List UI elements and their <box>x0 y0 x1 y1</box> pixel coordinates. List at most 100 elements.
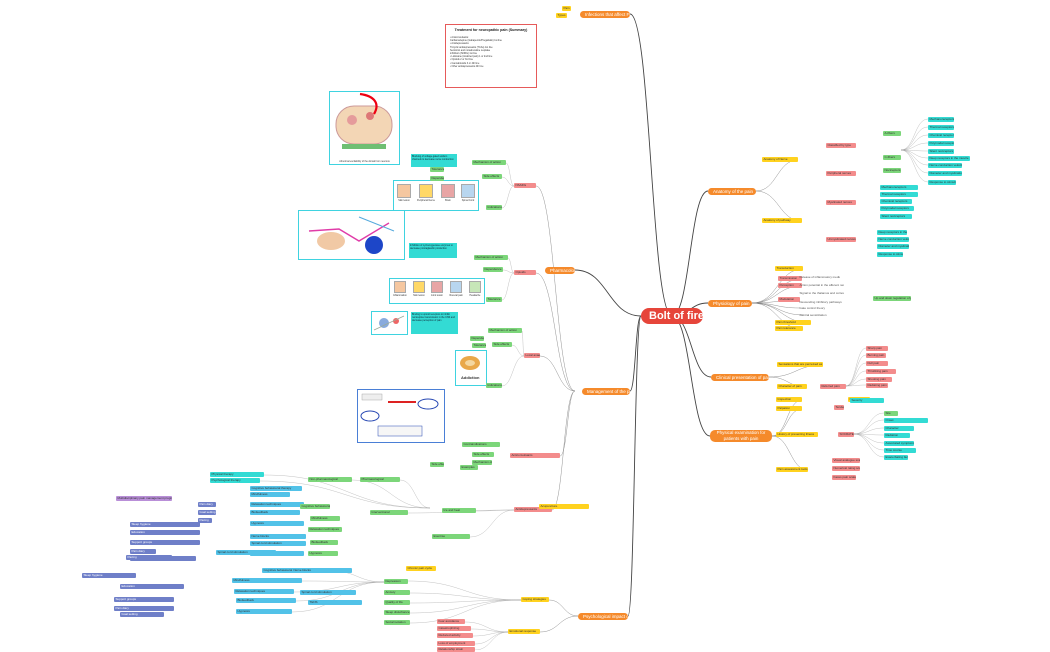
node-anat-r3[interactable]: Myelinated nerves <box>826 200 856 205</box>
node-mg-i6[interactable]: Support groups <box>130 540 200 545</box>
node-mg-y1[interactable]: Ice and heat <box>442 508 476 513</box>
node-ps-r4[interactable]: Loss of employment <box>437 641 475 646</box>
node-ph-5[interactable]: Antidepressants <box>514 507 552 512</box>
node-ph-1[interactable]: NSAIDs <box>514 183 536 188</box>
node-pe-4[interactable]: Pain assessment tools <box>776 467 808 472</box>
central-topic[interactable]: Bolt of fire <box>641 308 703 324</box>
node-anat-c3[interactable]: Chemical receptors <box>880 199 912 204</box>
branch-clinical[interactable]: Clinical presentation of pain <box>711 374 769 381</box>
node-mg-c7[interactable]: Spinal cord stimulation <box>250 541 306 546</box>
branch-physical-exam[interactable]: Physical examination for patients with p… <box>710 430 772 442</box>
node-ps-r5[interactable]: Relationship strain <box>437 647 475 652</box>
node-mg-c7[interactable]: Spinal cord stimulation <box>300 590 356 595</box>
node-ph-4[interactable]: Anticonvulsants <box>510 453 560 458</box>
node-mg-i1[interactable]: Pain diary <box>130 549 156 554</box>
node-mg-c3[interactable]: Relaxation techniques <box>250 502 304 507</box>
node-mg-3[interactable]: Physical therapy <box>210 472 264 477</box>
node-clin-1[interactable]: Sensations that are perceived as pain <box>777 362 823 367</box>
node-anat-2[interactable]: Anatomy of pathway <box>762 218 802 223</box>
node-ph-3[interactable]: Local anaesthetics <box>524 353 540 358</box>
node-ph-g3[interactable]: Indications <box>486 205 502 210</box>
node-mg-i6[interactable]: Support groups <box>114 597 174 602</box>
node-anat-c7[interactable]: Nerve conduction velocity <box>928 163 962 168</box>
node-mg-y3[interactable]: Acupuncture <box>539 504 589 509</box>
node-ph-g2[interactable]: Side effects <box>492 342 512 347</box>
node-phys-r6[interactable]: Central sensitization <box>799 313 827 317</box>
node-mg-c2[interactable]: Mindfulness <box>250 492 290 497</box>
node-anat-c1[interactable]: Mechanoreceptors <box>880 185 918 190</box>
node-clin-r1[interactable]: Sharp pain <box>866 346 888 351</box>
node-ps-r1[interactable]: Fear avoidance <box>437 619 465 624</box>
node-phys-y1[interactable]: Pain threshold <box>775 320 811 325</box>
node-anat-c9[interactable]: Response to stimuli <box>877 252 903 257</box>
node-clin-r6[interactable]: Radiating pain <box>866 383 888 388</box>
node-ph-g3[interactable]: Indications <box>486 383 502 388</box>
node-anat-c9[interactable]: Response to stimuli <box>928 180 956 185</box>
node-clin-3[interactable]: Referred pain <box>820 384 846 389</box>
node-mg-c5[interactable]: Hypnosis <box>250 521 304 526</box>
node-pe-c7[interactable]: Exacerbating factors <box>884 455 908 460</box>
node-phys-r2[interactable]: Action potential in the afferent nerve <box>799 283 845 287</box>
node-mg-y2[interactable]: Exercise <box>432 534 470 539</box>
node-phys-r5[interactable]: Gate control theory <box>799 306 826 310</box>
node-mg-c1[interactable]: Cognitive behavioural therapy <box>300 504 330 509</box>
node-mg-i5[interactable]: Education <box>130 530 200 535</box>
top-small-a[interactable]: Pain <box>562 6 572 11</box>
node-phys-2[interactable]: Transmission <box>778 276 802 281</box>
node-mg-c4[interactable]: Biofeedback <box>236 598 296 603</box>
node-mg-c5[interactable]: Hypnosis <box>308 551 338 556</box>
node-anat-c8[interactable]: Diameter and myelination <box>877 244 909 249</box>
node-phys-y2[interactable]: Pain tolerance <box>775 326 803 331</box>
node-ps-1[interactable]: Depression <box>384 579 408 584</box>
node-clin-r3[interactable]: Dull pain <box>866 361 888 366</box>
node-anat-g2[interactable]: C-fibers <box>883 155 901 160</box>
node-pe-c8[interactable]: Severity <box>850 398 884 403</box>
node-mg-i2[interactable]: Goal setting <box>120 612 164 617</box>
node-ph-2[interactable]: Opioids <box>514 270 536 275</box>
node-clin-2[interactable]: Character of pain <box>777 384 807 389</box>
node-clin-r2[interactable]: Burning pain <box>866 353 886 358</box>
node-mg-c6[interactable]: Nerve blocks <box>292 568 352 573</box>
node-anat-r4[interactable]: Unmyelinated nerves <box>826 237 856 242</box>
node-mg-i1[interactable]: Pain diary <box>198 502 216 507</box>
node-ph-g1[interactable]: Mechanism of action <box>488 328 522 333</box>
node-phys-r3[interactable]: Signal to the thalamus and cortex <box>799 291 845 295</box>
node-pe-y2[interactable]: Tenderness <box>834 405 844 410</box>
node-mg-5[interactable]: Interventional <box>370 510 408 515</box>
node-phys-4[interactable]: Modulation <box>778 297 800 302</box>
node-ps-2[interactable]: Anxiety <box>384 590 410 595</box>
node-ph-g6[interactable]: Tolerance <box>430 167 444 172</box>
node-pe-r1[interactable]: SOCRATES <box>838 432 854 437</box>
node-mg-i5[interactable]: Education <box>120 584 184 589</box>
node-mg-c3[interactable]: Relaxation techniques <box>308 527 342 532</box>
node-mg-i4[interactable]: Sleep hygiene <box>82 573 136 578</box>
node-pe-r2[interactable]: Visual analogue scale <box>832 458 860 463</box>
node-anat-c6[interactable]: Deep receptors in the muscle <box>928 156 970 161</box>
node-clin-r5[interactable]: Shooting pain <box>866 377 892 382</box>
node-mg-i2[interactable]: Goal setting <box>198 510 216 515</box>
node-mg-p1[interactable]: Multidisciplinary pain management progra… <box>116 496 172 501</box>
branch-pharmacological[interactable]: Pharmacological <box>545 267 575 274</box>
node-phys-g1[interactable]: Up and down regulation of pain <box>873 296 911 301</box>
node-anat-r1[interactable]: Classified by type <box>826 143 856 148</box>
node-pe-c4[interactable]: Radiation <box>884 433 910 438</box>
node-mg-i3[interactable]: Pacing <box>198 518 212 523</box>
node-ph-g5[interactable]: Dependence <box>430 176 444 181</box>
node-anat-c1[interactable]: Mechanoreceptors <box>928 117 954 122</box>
node-anat-c3[interactable]: Chemical receptors <box>928 133 954 138</box>
node-mg-1[interactable]: Pharmacological <box>360 477 400 482</box>
node-anat-c4[interactable]: Polymodal receptors <box>928 141 954 146</box>
node-mg-c6[interactable]: Nerve blocks <box>250 534 306 539</box>
branch-infections[interactable]: Infections that affect FMS <box>580 11 630 18</box>
node-ph-g1[interactable]: Mechanism of action <box>472 460 492 465</box>
node-mg-c1[interactable]: Cognitive behavioural therapy <box>250 486 302 491</box>
node-ps-y2[interactable]: Emotional response <box>508 629 540 634</box>
node-ph-g5[interactable]: Dependence <box>483 267 503 272</box>
branch-physiology[interactable]: Physiology of pain <box>708 300 752 307</box>
node-ph-g2[interactable]: Side effects <box>472 452 494 457</box>
branch-management[interactable]: Management of the pain <box>582 388 630 395</box>
branch-anatomy[interactable]: Anatomy of the pain <box>708 188 756 195</box>
node-ps-3[interactable]: Quality of life <box>384 600 410 605</box>
node-pe-c6[interactable]: Time course <box>884 448 916 453</box>
node-anat-r2[interactable]: Peripheral nerves <box>826 171 856 176</box>
